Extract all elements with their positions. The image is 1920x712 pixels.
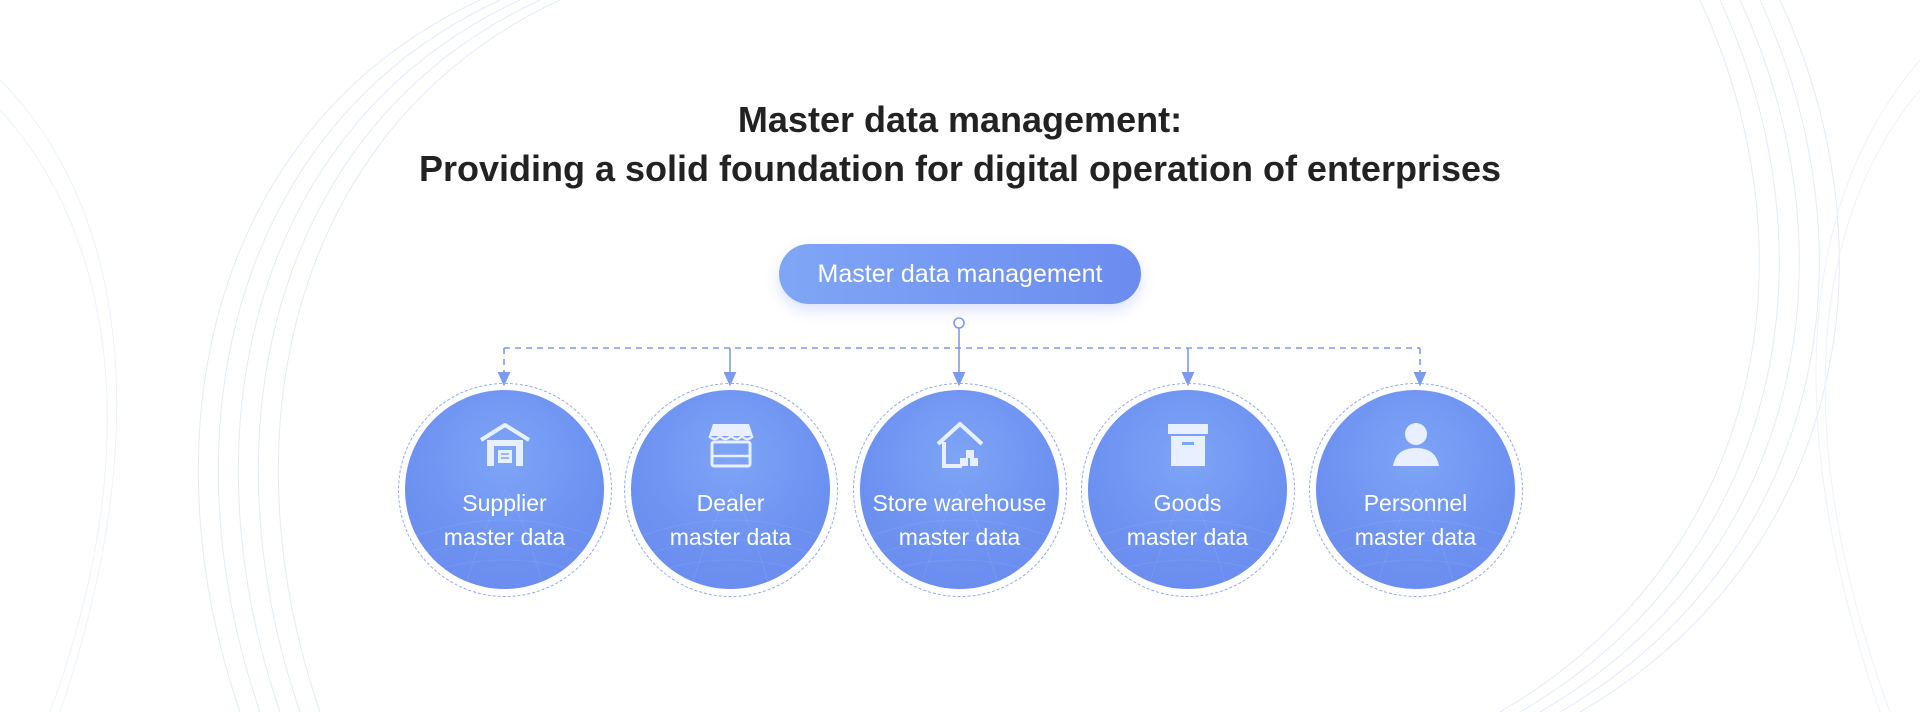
node-label-line-2: master data [1126, 524, 1249, 550]
node-label: Goods master data [1088, 486, 1287, 554]
node-label-line-2: master data [669, 524, 792, 550]
disc-texture [1316, 489, 1515, 589]
node-label-line-2: master data [443, 524, 566, 550]
node-label: Supplier master data [405, 486, 604, 554]
node-personnel-master-data: Personnel master data [1309, 383, 1523, 597]
disc-texture [1088, 489, 1287, 589]
house-boxes-icon [936, 422, 983, 468]
node-disc: Goods master data [1088, 390, 1287, 589]
box-icon [1167, 424, 1208, 466]
page-title: Master data management: Providing a soli… [0, 95, 1920, 193]
node-label-line-1: Supplier [462, 490, 547, 516]
node-disc: Personnel master data [1316, 390, 1515, 589]
node-disc: Dealer master data [631, 390, 830, 589]
storefront-icon [707, 424, 754, 468]
warehouse-icon [479, 423, 530, 466]
node-label-line-1: Personnel [1363, 490, 1468, 516]
node-label-line-1: Store warehouse [872, 490, 1047, 516]
node-label: Store warehouse master data [860, 486, 1059, 554]
node-disc: Store warehouse master data [860, 390, 1059, 589]
node-store-warehouse-master-data: Store warehouse master data [853, 383, 1067, 597]
node-label-line-2: master data [1354, 524, 1477, 550]
disc-texture [631, 489, 830, 589]
node-supplier-master-data: Supplier master data [398, 383, 612, 597]
node-label: Dealer master data [631, 486, 830, 554]
person-icon [1392, 423, 1439, 466]
connector-junction-dot [953, 317, 965, 329]
node-dealer-master-data: Dealer master data [624, 383, 838, 597]
disc-texture [405, 489, 604, 589]
node-label-line-1: Goods [1153, 490, 1222, 516]
node-label-line-1: Dealer [696, 490, 765, 516]
node-goods-master-data: Goods master data [1081, 383, 1295, 597]
node-label-line-2: master data [898, 524, 1021, 550]
disc-texture [860, 489, 1059, 589]
page-title-line-1: Master data management: [737, 99, 1183, 140]
page-title-line-2: Providing a solid foundation for digital… [418, 148, 1502, 189]
root-node-master-data-management: Master data management [779, 244, 1141, 304]
node-disc: Supplier master data [405, 390, 604, 589]
node-label: Personnel master data [1316, 486, 1515, 554]
